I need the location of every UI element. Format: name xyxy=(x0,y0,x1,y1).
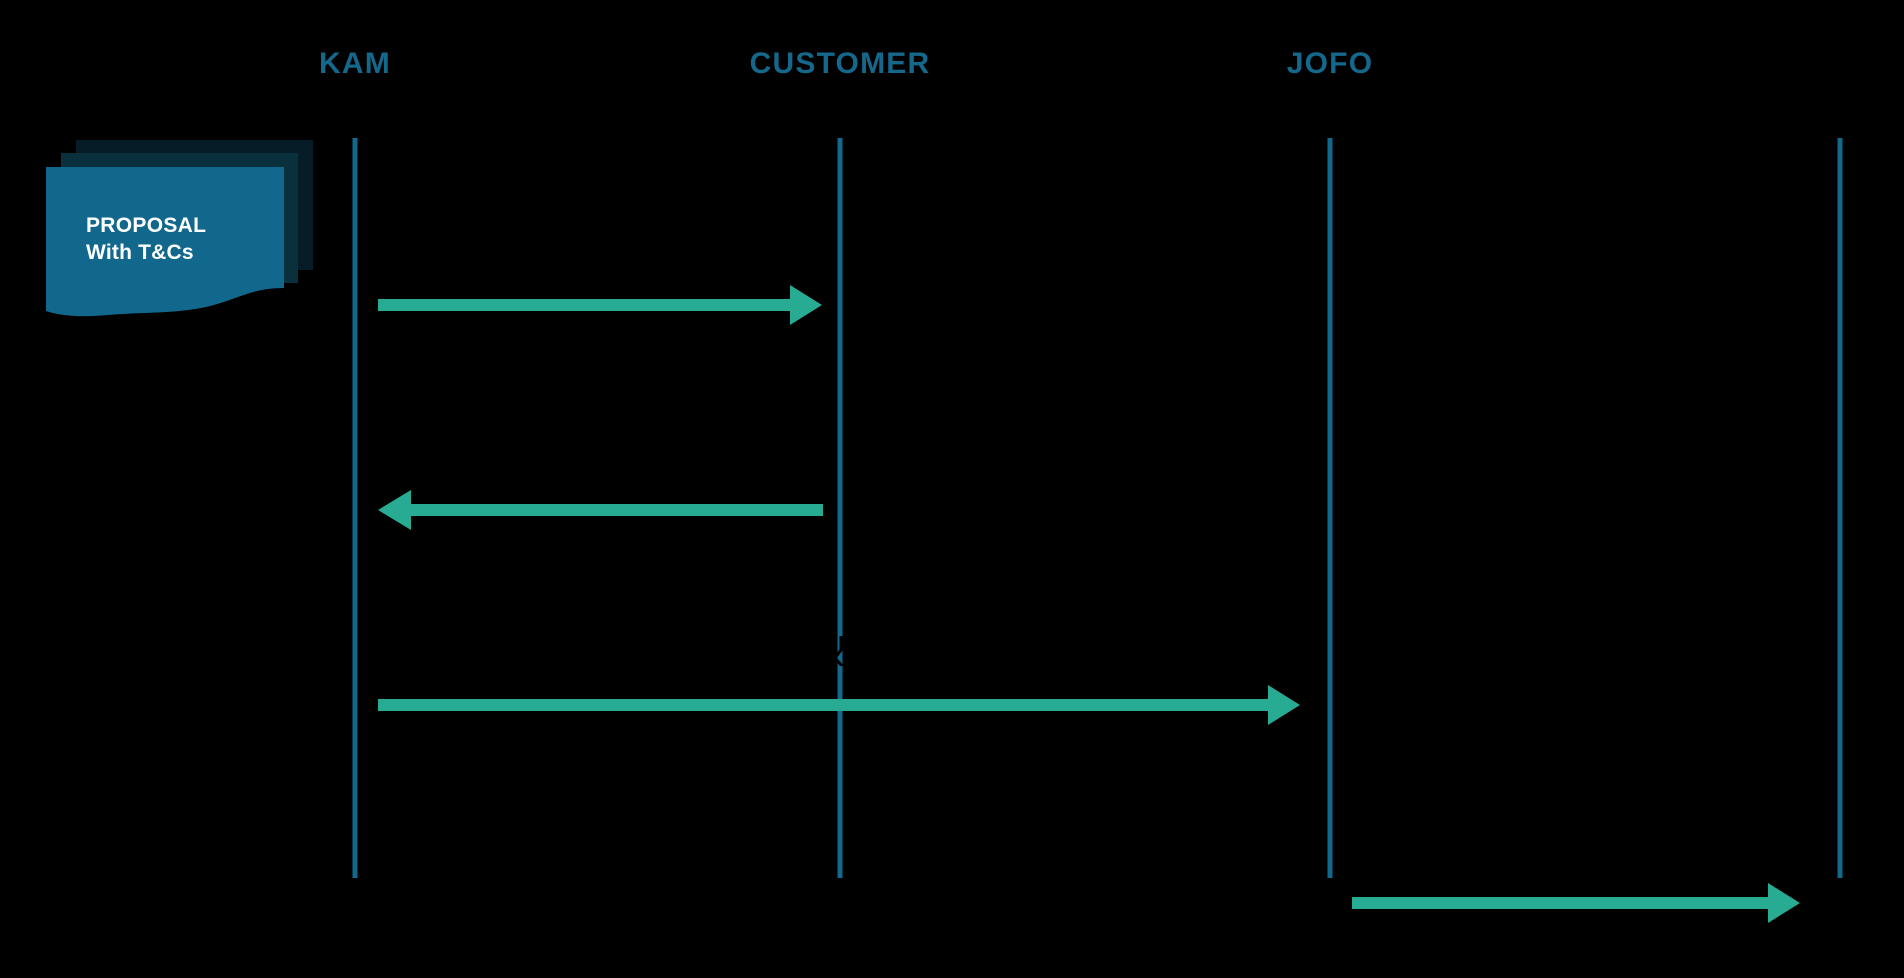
lifeline-customer xyxy=(837,138,843,878)
actor-label-kam: KAM xyxy=(319,47,391,80)
document-sheet-front xyxy=(46,167,284,317)
lifeline-jofo xyxy=(1327,138,1333,878)
message-arrow-jofo-to-unlabeled xyxy=(1352,883,1800,923)
actor-label-customer: CUSTOMER xyxy=(749,47,931,80)
lifeline-unlabeled xyxy=(1837,138,1843,878)
message-arrow-kam-to-customer xyxy=(378,285,822,325)
lifeline-kam xyxy=(352,138,358,878)
proposal-document-stack[interactable]: PROPOSAL With T&Cs xyxy=(46,140,336,325)
actor-label-jofo: JOFO xyxy=(1286,47,1374,80)
message-arrow-customer-to-kam xyxy=(378,490,823,530)
